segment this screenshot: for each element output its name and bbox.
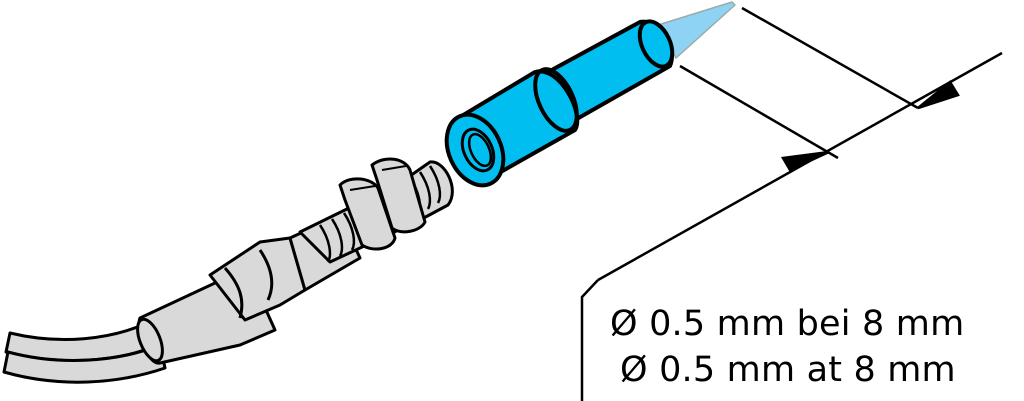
dimension-label: Ø 0.5 mm bei 8 mm Ø 0.5 mm at 8 mm [582, 284, 1024, 401]
cable [2, 320, 167, 384]
lens-attachment [444, 1, 736, 188]
dimension-lines [580, 6, 1003, 401]
hex-nuts [338, 157, 427, 251]
label-german: Ø 0.5 mm bei 8 mm [610, 304, 965, 344]
label-english: Ø 0.5 mm at 8 mm [620, 350, 956, 390]
